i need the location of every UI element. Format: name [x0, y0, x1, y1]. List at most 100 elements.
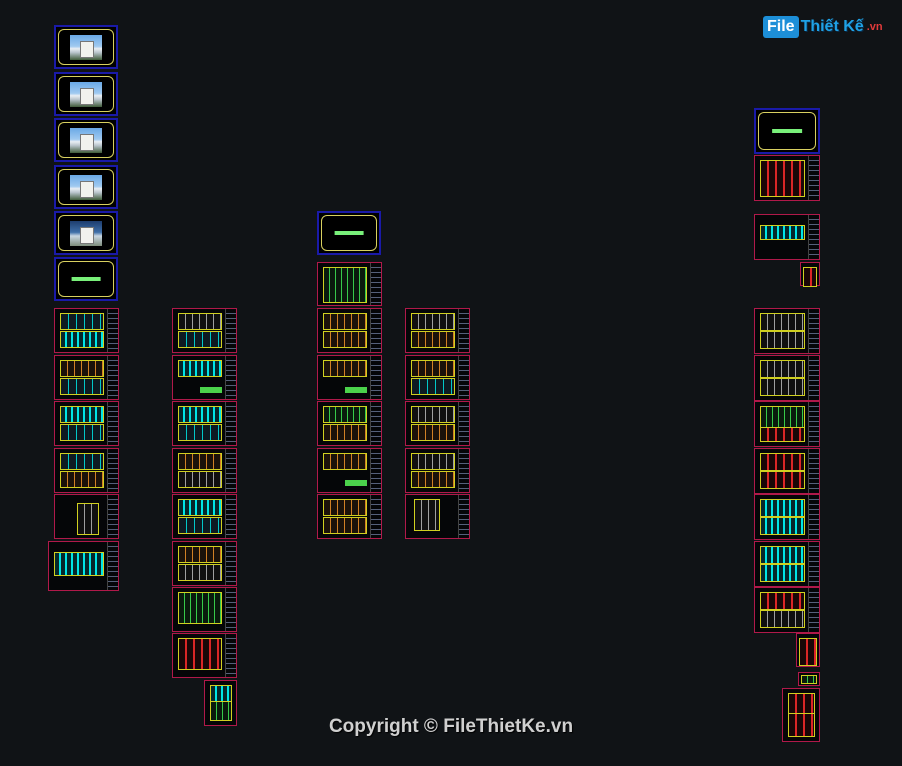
drawing-sheet[interactable]: [754, 355, 820, 401]
plan-view: [178, 330, 222, 348]
drawing-sheet[interactable]: [54, 308, 119, 353]
render-sheet[interactable]: [54, 165, 118, 209]
copyright-watermark: Copyright © FileThietKe.vn: [328, 716, 574, 737]
drawing-sheet[interactable]: [172, 308, 237, 353]
title-block: [808, 215, 819, 259]
title-bar: [772, 129, 802, 133]
title-block: [370, 263, 381, 305]
drawing-sheet[interactable]: [54, 355, 119, 400]
drawing-sheet[interactable]: [405, 401, 470, 446]
elevation-sheet[interactable]: [172, 633, 237, 678]
drawing-sheet[interactable]: [172, 355, 237, 400]
title-bar: [71, 277, 101, 281]
title-block: [458, 495, 469, 538]
drawing-sheet[interactable]: [754, 494, 820, 540]
plan-view: [411, 360, 455, 378]
title-block: [225, 542, 236, 585]
drawing-sheet[interactable]: [172, 401, 237, 446]
title-block: [370, 449, 381, 492]
drawing-sheet[interactable]: [405, 355, 470, 400]
title-block: [370, 495, 381, 538]
drawing-sheet[interactable]: [754, 401, 820, 447]
drawing-sheet[interactable]: [172, 541, 237, 586]
drawing-sheet[interactable]: [405, 448, 470, 493]
plan-view: [323, 423, 367, 441]
drawing-sheet[interactable]: [317, 308, 382, 353]
schedule-sheet[interactable]: [754, 155, 820, 201]
legend-note: [200, 387, 222, 393]
title-block: [107, 542, 118, 590]
legend-note: [345, 480, 367, 486]
detail-sheet[interactable]: [800, 262, 820, 287]
plan-view: [760, 610, 805, 628]
title-block: [107, 356, 118, 399]
title-block: [107, 449, 118, 492]
elevation-view: [178, 638, 222, 671]
section-title-sheet[interactable]: [317, 211, 381, 255]
plan-view: [77, 503, 99, 535]
detail-view: [760, 426, 805, 442]
drawing-sheet[interactable]: [317, 401, 382, 446]
title-block: [225, 402, 236, 445]
plan-view: [411, 453, 455, 471]
drawing-sheet[interactable]: [172, 448, 237, 493]
render-sheet[interactable]: [54, 72, 118, 116]
drawing-sheet[interactable]: [172, 494, 237, 539]
plan-view: [178, 499, 222, 517]
plan-view: [411, 330, 455, 348]
detail-sheet[interactable]: [204, 680, 237, 726]
drawing-sheet[interactable]: [405, 308, 470, 353]
plan-view: [178, 546, 222, 564]
drawing-sheet[interactable]: [317, 355, 382, 400]
plan-view: [760, 471, 805, 489]
drawing-sheet[interactable]: [54, 494, 119, 539]
drawing-sheet[interactable]: [754, 541, 820, 587]
elevation-sheet[interactable]: [172, 587, 237, 632]
detail-view: [801, 675, 817, 685]
title-block: [808, 588, 819, 632]
site-plan-sheet[interactable]: [48, 541, 119, 591]
drawing-sheet[interactable]: [54, 401, 119, 446]
title-block: [808, 156, 819, 200]
plan-view: [411, 377, 455, 395]
title-block: [370, 356, 381, 399]
render-sheet[interactable]: [54, 211, 118, 255]
drawing-sheet[interactable]: [754, 308, 820, 354]
plan-view: [411, 313, 455, 331]
drawing-sheet[interactable]: [317, 494, 382, 539]
detail-sheet[interactable]: [405, 494, 470, 539]
detail-view: [788, 693, 815, 717]
cover-sheet[interactable]: [54, 25, 118, 69]
plan-view: [54, 552, 104, 576]
notes-sheet[interactable]: [317, 262, 382, 306]
detail-view: [799, 638, 817, 666]
drawing-sheet[interactable]: [317, 448, 382, 493]
section-title-sheet[interactable]: [54, 257, 118, 301]
plan-view: [760, 313, 805, 331]
plan-view: [760, 331, 805, 349]
detail-view: [803, 267, 817, 287]
drawing-sheet[interactable]: [754, 448, 820, 494]
render-thumbnail: [70, 221, 102, 246]
detail-sheet[interactable]: [782, 688, 820, 742]
detail-sheet[interactable]: [798, 672, 820, 686]
logo-file-badge: File: [763, 16, 799, 38]
section-title-sheet[interactable]: [754, 108, 820, 154]
plan-view: [60, 360, 104, 378]
drawing-sheet[interactable]: [754, 587, 820, 633]
drawing-sheet[interactable]: [54, 448, 119, 493]
title-block: [458, 449, 469, 492]
render-sheet[interactable]: [54, 118, 118, 162]
title-block: [225, 495, 236, 538]
legend-note: [345, 387, 367, 393]
detail-sheet[interactable]: [796, 633, 820, 667]
plan-view: [760, 499, 805, 517]
title-block: [107, 495, 118, 538]
plan-view: [178, 453, 222, 471]
drawing-sheet[interactable]: [754, 214, 820, 260]
detail-view: [788, 713, 815, 737]
title-block: [808, 542, 819, 586]
plan-view: [323, 360, 367, 378]
plan-view: [323, 453, 367, 471]
